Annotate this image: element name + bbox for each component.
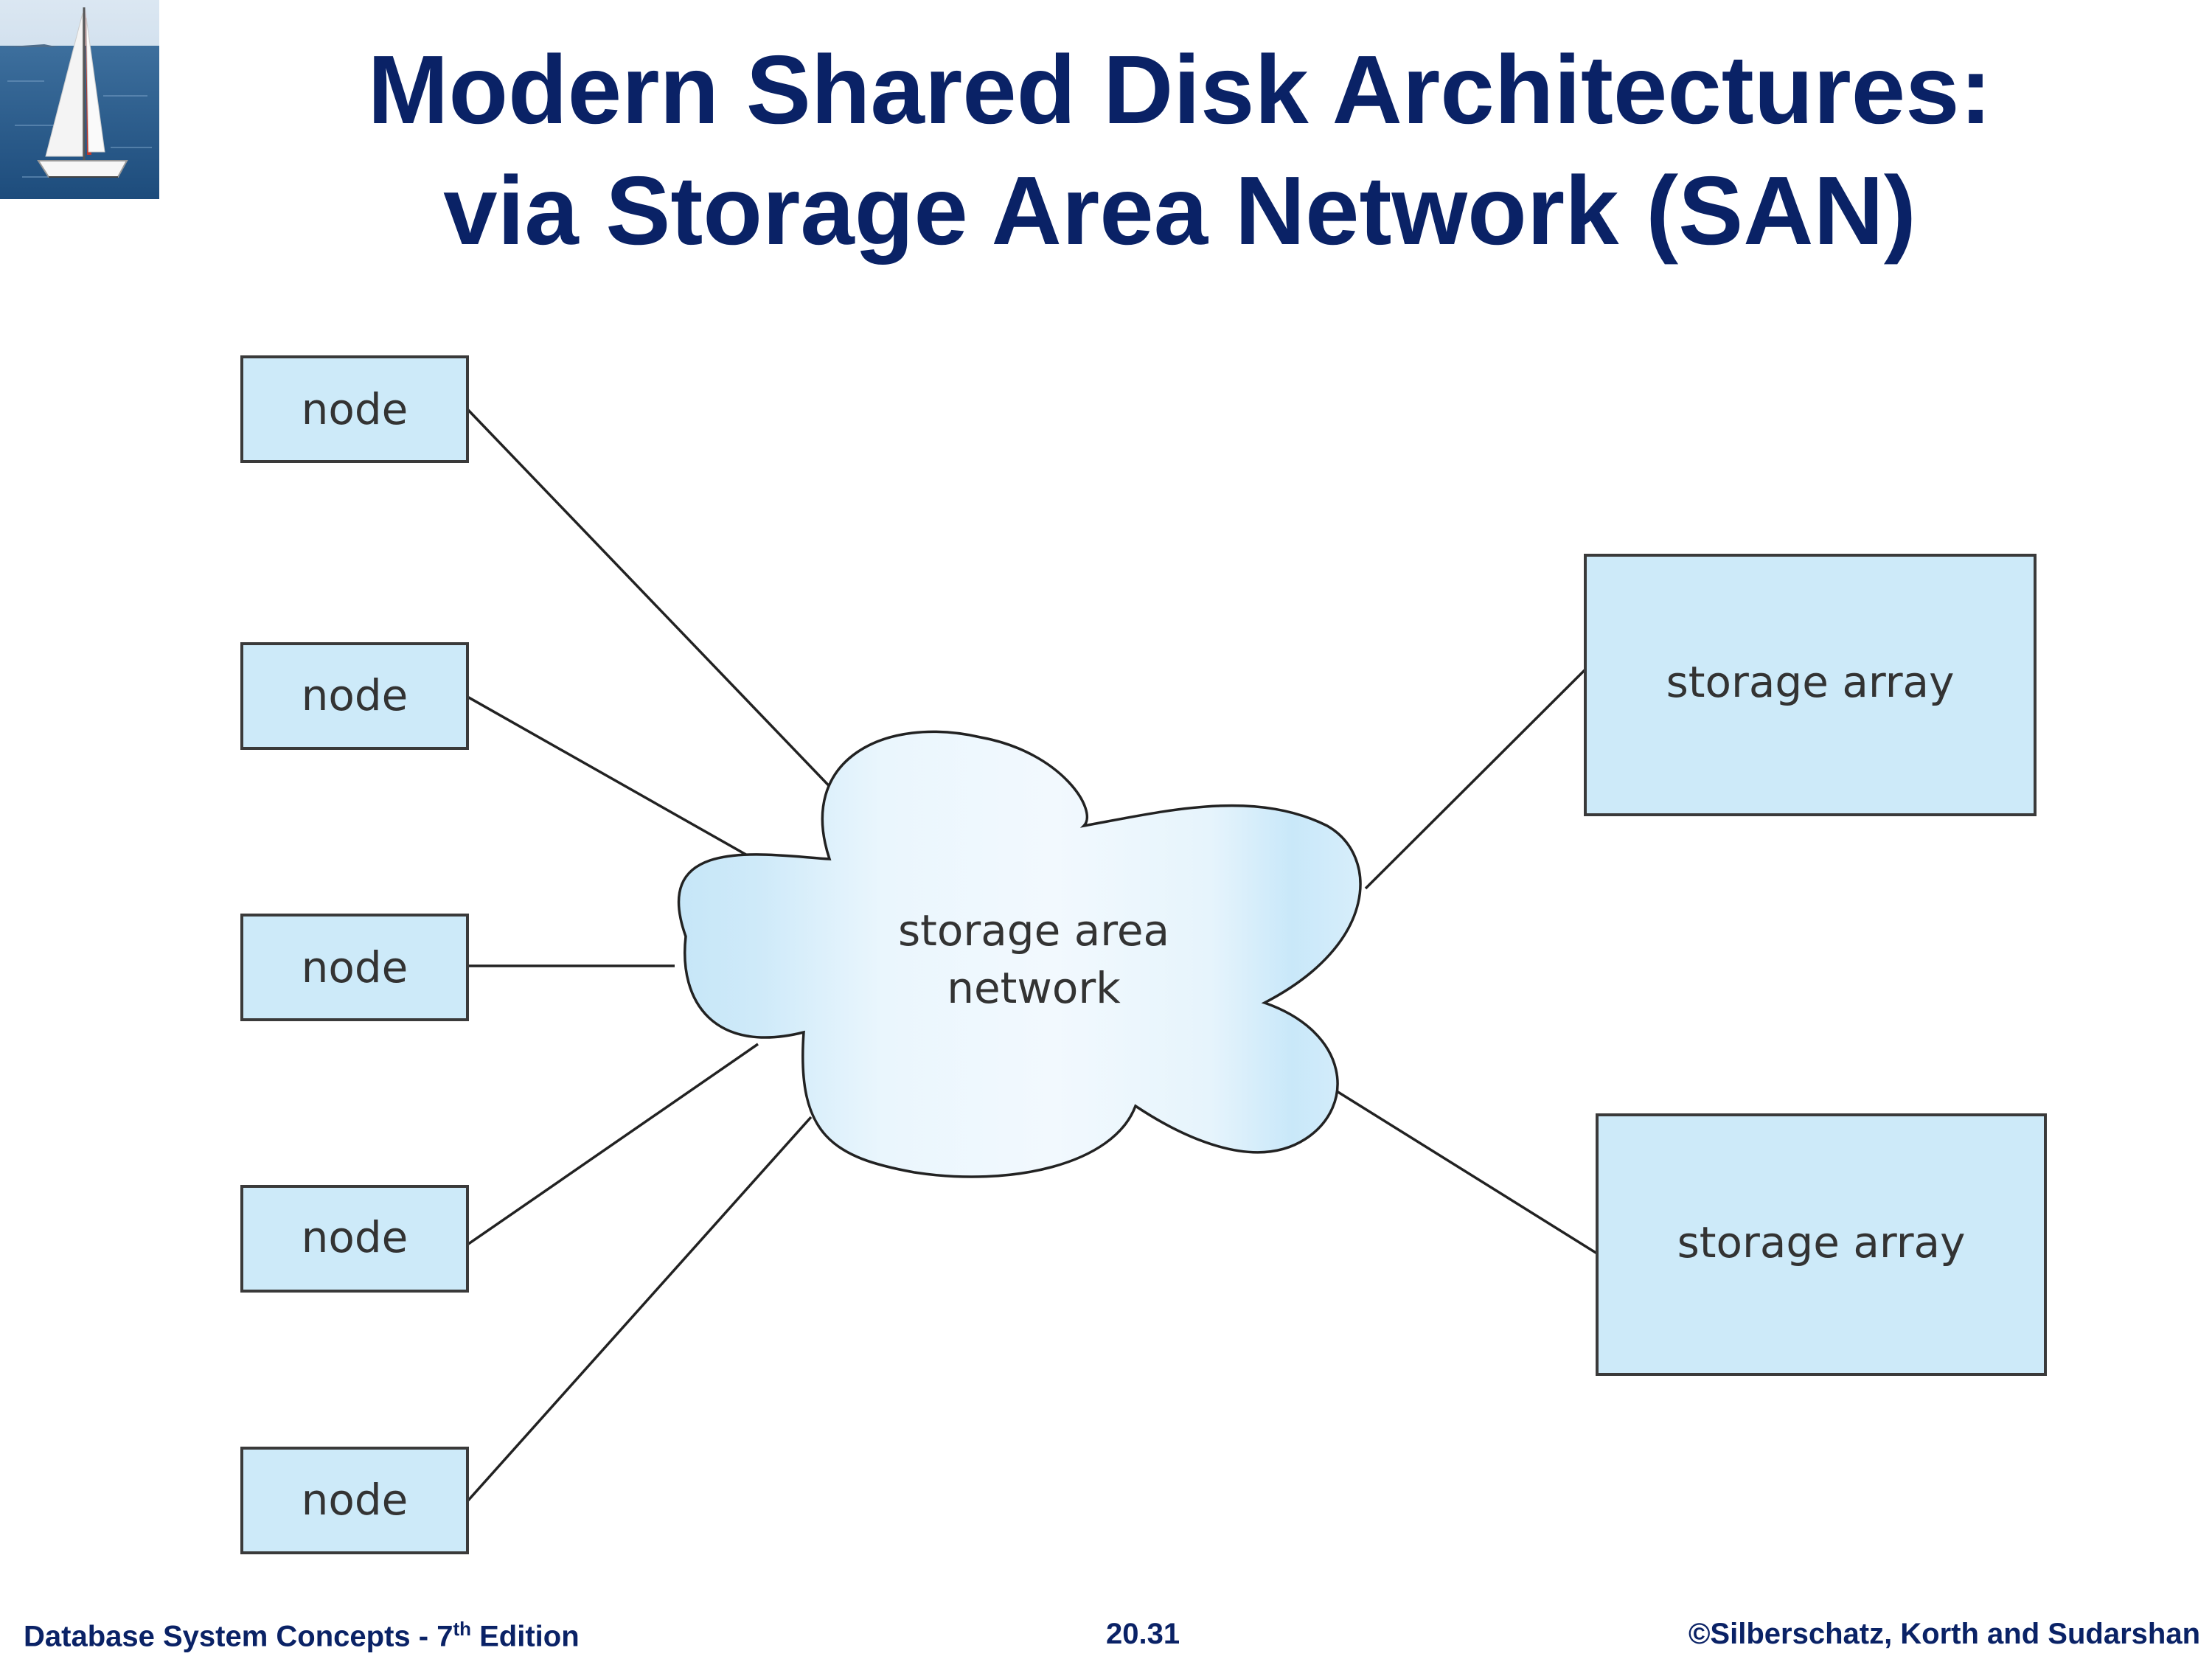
node-box: node xyxy=(240,355,469,463)
storage-array-box: storage array xyxy=(1596,1113,2047,1376)
link-node-5 xyxy=(466,1116,813,1503)
node-box: node xyxy=(240,1447,469,1554)
network-label-line-2: network xyxy=(947,963,1121,1013)
sailboat-icon xyxy=(0,0,159,199)
footer-copyright: ©Silberschatz, Korth and Sudarshan xyxy=(1688,1618,2200,1650)
footer-book-sup: th xyxy=(453,1618,471,1640)
node-label: node xyxy=(302,1475,408,1525)
node-box: node xyxy=(240,1185,469,1293)
link-storage-1 xyxy=(1364,668,1587,890)
node-box: node xyxy=(240,914,469,1021)
network-label-line-1: storage area xyxy=(898,905,1169,956)
link-node-1 xyxy=(466,408,841,798)
storage-area-network-cloud: storage area network xyxy=(677,730,1362,1178)
footer-book-suffix: Edition xyxy=(471,1620,580,1653)
storage-array-label: storage array xyxy=(1677,1217,1966,1267)
footer-book-prefix: Database System Concepts - 7 xyxy=(24,1620,453,1653)
slide-title-line-2: via Storage Area Network (SAN) xyxy=(443,156,1916,265)
node-label: node xyxy=(302,1212,408,1262)
link-node-2 xyxy=(467,695,768,868)
slide-title-line-1: Modern Shared Disk Architectures: xyxy=(367,35,1992,144)
footer-book-title: Database System Concepts - 7th Edition xyxy=(24,1618,580,1653)
storage-array-label: storage array xyxy=(1666,657,1955,707)
node-label: node xyxy=(302,384,408,434)
node-box: node xyxy=(240,642,469,750)
storage-array-box: storage array xyxy=(1584,554,2037,816)
link-storage-2 xyxy=(1330,1086,1598,1255)
node-label: node xyxy=(302,670,408,720)
link-node-4 xyxy=(467,1043,759,1246)
node-label: node xyxy=(302,942,408,992)
footer-page-number: 20.31 xyxy=(1106,1618,1180,1650)
